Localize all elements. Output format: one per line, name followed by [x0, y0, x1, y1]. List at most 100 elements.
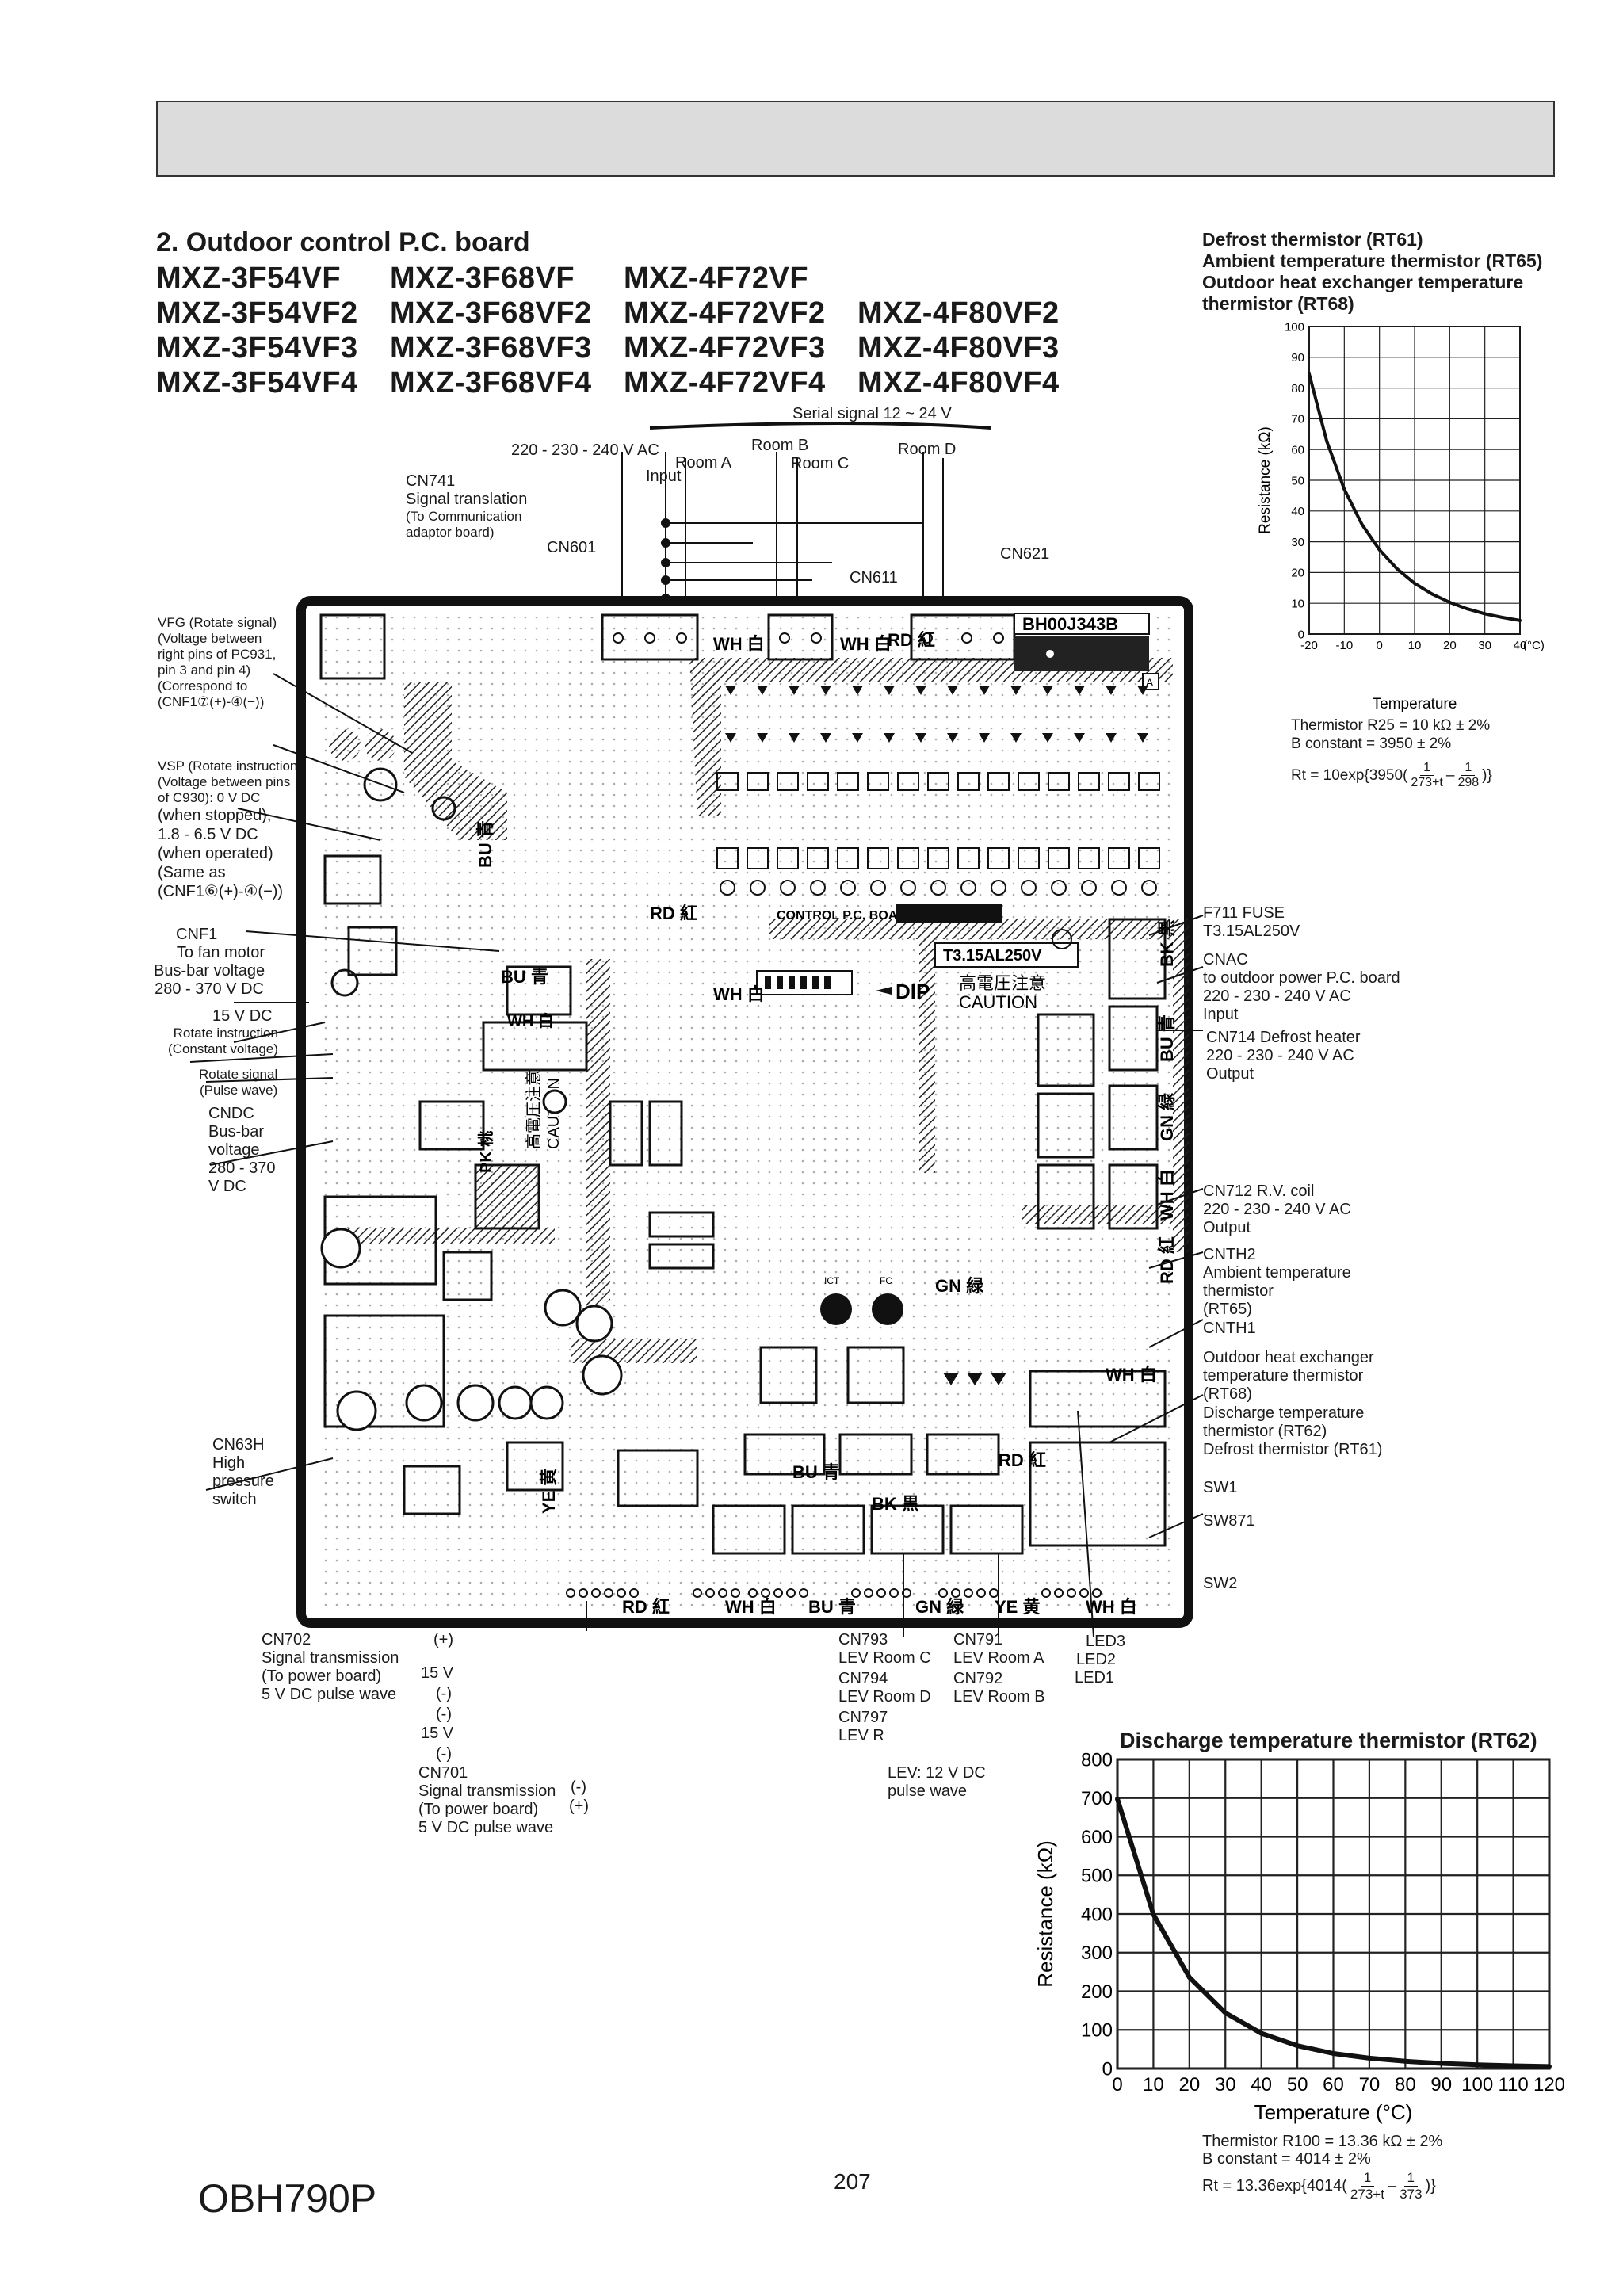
discharge-line: thermistor (RT62): [1203, 1423, 1327, 1440]
cn794-label: CN794 LEV Room D: [838, 1670, 931, 1706]
model-name: MXZ-4F72VF: [624, 262, 809, 295]
connector-pin: [629, 1588, 639, 1598]
board-id: BH00J343B: [1022, 614, 1118, 634]
resistor-block: [807, 772, 829, 791]
diode-row: [725, 686, 1148, 743]
connector-pins: [613, 632, 1004, 644]
caution-jp-label: 高電圧注意: [959, 973, 1046, 993]
frac-num: 1: [1360, 2170, 1375, 2187]
data-point: [1483, 612, 1487, 616]
room-c-label: Room C: [791, 455, 850, 472]
trimmer-symbol: [930, 880, 946, 896]
small-graph-title-line: Outdoor heat exchanger temperature: [1202, 272, 1524, 292]
frac-den: 298: [1457, 776, 1480, 789]
cn712-line: Output: [1203, 1219, 1251, 1236]
transistor-block: [1108, 847, 1130, 869]
x-tick-label: 60: [1323, 2074, 1344, 2095]
caution-label: CAUTION: [959, 992, 1037, 1012]
frac-num: 1: [1461, 761, 1476, 776]
sw2-label: SW2: [1203, 1575, 1238, 1592]
diode-symbol: [852, 733, 863, 743]
led3-label: LED3: [1086, 1633, 1126, 1650]
cn741-label: CN741 Signal translation (To Communicati…: [406, 472, 527, 541]
cn63h-line: CN63H: [212, 1436, 265, 1454]
cndc-line: voltage: [208, 1141, 260, 1159]
diode-symbol: [1074, 686, 1085, 695]
vfg-line: (CNF1⑦(+)-④(−)): [158, 694, 265, 709]
vsp-line: VSP (Rotate instruction): [158, 758, 303, 774]
cn793-line: LEV Room C: [838, 1649, 931, 1667]
connector-color-wh: WH 白: [840, 634, 892, 654]
cn702-pin: 15 V: [421, 1664, 454, 1682]
model-name: MXZ-3F54VF4: [156, 366, 358, 399]
model-name: MXZ-3F54VF2: [156, 296, 358, 330]
frac-den: 273+t: [1411, 776, 1443, 789]
frac-num: 1: [1403, 2170, 1418, 2187]
cn794-line: LEV Room D: [838, 1688, 931, 1706]
diode-symbol: [1010, 733, 1022, 743]
cnac-label: CNAC to outdoor power P.C. board 220 - 2…: [1203, 951, 1400, 1024]
connector-pin: [617, 1588, 626, 1598]
trimmer-symbol: [900, 880, 916, 896]
x-tick-label: 10: [1143, 2074, 1164, 2095]
large-graph-title: Discharge temperature thermistor (RT62): [1120, 1729, 1537, 1752]
hatched-isolation-zone: [689, 658, 1173, 816]
y-tick-label: 700: [1081, 1788, 1113, 1809]
fc-label: FC: [880, 1275, 892, 1286]
vsp-line: (when operated): [158, 845, 273, 862]
marker-a: A: [1146, 676, 1154, 689]
connector-pin: [951, 1588, 960, 1598]
connector-color-gn: GN 緑: [1157, 1092, 1177, 1141]
leader-lines: [189, 673, 1204, 1637]
diode-symbol: [884, 733, 895, 743]
cn702-label: CN702 Signal transmission (To power boar…: [262, 1631, 399, 1704]
data-point: [1510, 2063, 1516, 2069]
document-code: OBH790P: [198, 2176, 377, 2221]
cn793-label: CN793 LEV Room C: [838, 1631, 931, 1668]
cn797-line: CN797: [838, 1709, 888, 1726]
cndc-line: 280 - 370: [208, 1159, 276, 1177]
x-tick-label: 110: [1498, 2074, 1528, 2095]
data-point: [1430, 592, 1434, 596]
lev-note-line: LEV: 12 V DC: [888, 1764, 986, 1782]
x-tick-label: -20: [1300, 639, 1318, 652]
data-point: [1342, 487, 1346, 491]
cn712-label: CN712 R.V. coil 220 - 230 - 240 V AC Out…: [1203, 1182, 1351, 1237]
small-note-r25: Thermistor R25 = 10 kΩ ± 2%: [1291, 717, 1491, 734]
connector-pin: [566, 1588, 575, 1598]
transistor-block: [777, 847, 799, 869]
y-tick-label: 40: [1291, 505, 1304, 518]
y-tick-label: 30: [1291, 536, 1304, 549]
cn701-line: Signal transmission: [418, 1782, 556, 1800]
resistor-block: [1138, 772, 1160, 791]
y-tick-label: 90: [1291, 351, 1304, 365]
cn701-pin: (-): [571, 1778, 586, 1796]
connector-pin: [976, 1588, 986, 1598]
bottom-pin-rows: [566, 1588, 1102, 1598]
outdoor-hex-line: Outdoor heat exchanger: [1203, 1349, 1374, 1366]
diode-symbol: [1074, 733, 1085, 743]
resistor-block: [867, 772, 889, 791]
connector-color-wh: WH 白: [1086, 1597, 1137, 1617]
diode-symbol: [947, 733, 958, 743]
connector-pin: [1067, 1588, 1076, 1598]
cn611-label: CN611: [850, 569, 898, 586]
diode-symbol: [725, 686, 736, 695]
model-name: MXZ-4F72VF3: [624, 331, 826, 365]
dip-switch-bits: [765, 976, 831, 989]
data-point: [1151, 1912, 1156, 1917]
cnf1-line: Bus-bar voltage: [154, 962, 265, 980]
data-point: [1438, 2061, 1444, 2066]
cnth2-line: thermistor: [1203, 1282, 1274, 1300]
data-point: [1413, 581, 1416, 585]
cndc-line: Bus-bar: [208, 1123, 265, 1140]
connector-color-bu: BU 青: [808, 1597, 856, 1617]
y-tick-label: 0: [1298, 628, 1304, 641]
hatched-isolation-zone: [919, 939, 935, 1173]
vsp-line: (Voltage between pins: [158, 774, 291, 789]
model-name: MXZ-3F68VF: [390, 262, 575, 295]
diode-symbol: [725, 733, 736, 743]
cn714-line: Output: [1206, 1065, 1254, 1083]
x-tick-label: 0: [1376, 639, 1382, 652]
